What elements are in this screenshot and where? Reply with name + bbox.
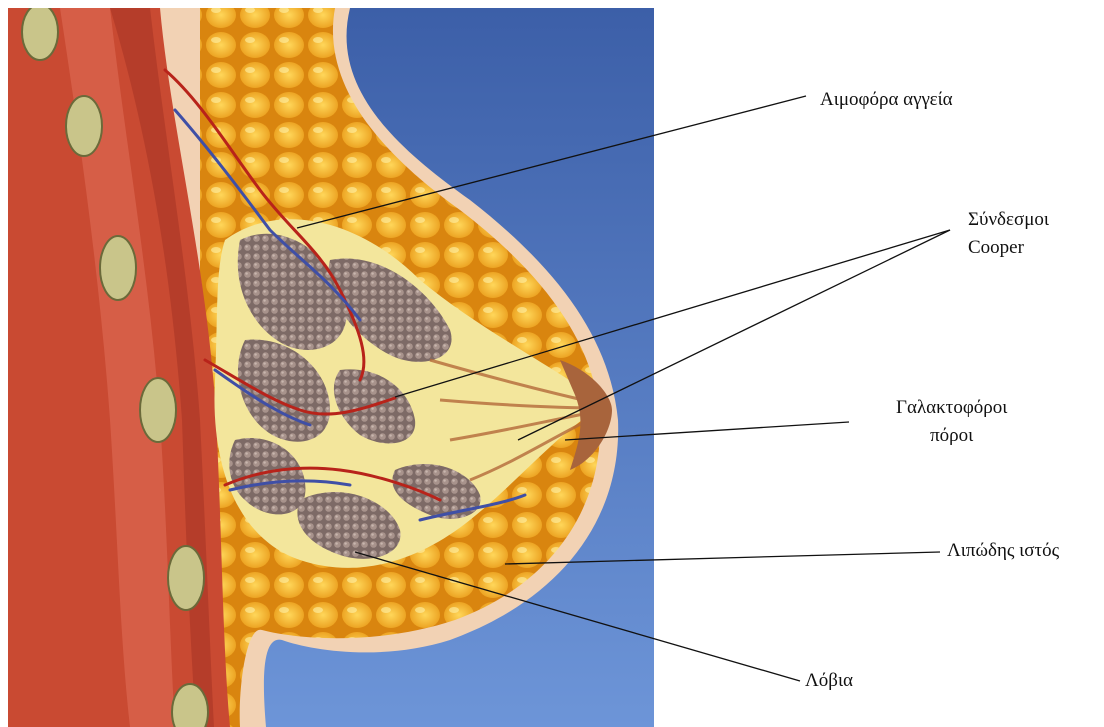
label-cooper-line1: Σύνδεσμοι	[968, 206, 1049, 234]
label-ducts-line2: πόροι	[896, 422, 1007, 450]
label-fat-tissue: Λιπώδης ιστός	[947, 537, 1059, 565]
label-milk-ducts: Γαλακτοφόροι πόροι	[896, 394, 1007, 450]
label-ducts-line1: Γαλακτοφόροι	[896, 394, 1007, 422]
label-lobules: Λόβια	[805, 667, 853, 695]
illustration-panel	[8, 4, 654, 727]
label-blood-vessels: Αιμοφόρα αγγεία	[820, 86, 953, 114]
label-cooper-ligaments: Σύνδεσμοι Cooper	[968, 206, 1049, 262]
label-cooper-line2: Cooper	[968, 234, 1049, 262]
